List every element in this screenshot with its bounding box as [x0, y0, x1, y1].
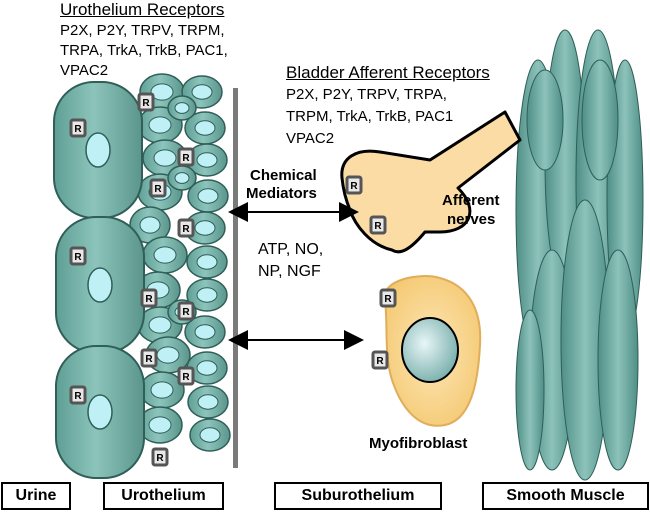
umbrella-cell-nucleus — [87, 394, 113, 430]
urothelium-receptors-line-3: VPAC2 — [60, 62, 109, 79]
myofibroblast-cell — [383, 275, 482, 427]
basal-cell-nucleus — [197, 394, 219, 410]
afferent-receptors-heading: Bladder Afferent Receptors — [286, 63, 490, 82]
region-urothelium-box: Urothelium — [103, 482, 224, 510]
receptor-letter: R — [376, 356, 384, 367]
receptor-marker: R — [177, 301, 195, 321]
receptor-letter: R — [154, 184, 162, 195]
basal-cell-nucleus — [150, 83, 174, 101]
umbrella-cell-nucleus — [87, 267, 113, 303]
receptor-letter: R — [182, 153, 190, 164]
receptor-marker: R — [177, 366, 195, 386]
receptor-letter: R — [74, 391, 82, 402]
receptor-markers: R R R R R R R R R R R R R R R R — [69, 92, 397, 467]
receptor-letter: R — [74, 124, 82, 135]
basal-cell-nucleus — [139, 216, 161, 234]
basal-cell-nucleus — [194, 220, 216, 236]
basal-cell-nucleus — [196, 152, 218, 168]
receptor-marker: R — [149, 178, 167, 198]
receptor-marker: R — [140, 348, 158, 368]
receptor-marker: R — [140, 288, 158, 308]
receptor-marker: R — [177, 147, 195, 167]
region-suburothelium-box: Suburothelium — [274, 482, 442, 510]
muscle-fiber — [526, 69, 564, 171]
basal-cell-nucleus — [174, 102, 190, 114]
basal-cell-nucleus — [196, 254, 218, 270]
receptor-letter: R — [74, 252, 82, 263]
urothelium-receptors-line-1: P2X, P2Y, TRPV, TRPM, — [60, 22, 225, 39]
basal-cell-nucleus — [199, 427, 221, 443]
basal-cell-nucleus — [191, 84, 213, 100]
myofibroblast-nucleus — [401, 317, 459, 383]
basal-cell-nucleus — [196, 287, 218, 303]
region-smooth-muscle-box: Smooth Muscle — [482, 482, 649, 510]
receptor-letter: R — [384, 294, 392, 305]
receptor-marker: R — [379, 288, 397, 308]
receptor-letter: R — [350, 181, 358, 192]
smooth-muscle-fibers — [515, 29, 644, 481]
afferent-nerves-label-line-1: Afferent — [442, 192, 500, 209]
receptor-marker: R — [69, 385, 87, 405]
receptor-letter: R — [374, 221, 382, 232]
receptor-marker: R — [177, 218, 195, 238]
basal-cell-nucleus — [156, 346, 180, 364]
urothelium-receptors-heading: Urothelium Receptors — [60, 0, 225, 19]
receptor-marker: R — [151, 447, 169, 467]
basal-cell-nucleus — [148, 316, 172, 334]
basal-cell-nucleus — [194, 120, 216, 136]
urothelium-receptors-line-2: TRPA, TrkA, TrkB, PAC1, — [60, 42, 228, 59]
receptor-marker: R — [137, 92, 155, 112]
umbrella-cells — [53, 81, 145, 479]
receptor-marker: R — [345, 175, 363, 195]
myofibroblast-label: Myofibroblast — [369, 435, 468, 452]
receptor-marker: R — [369, 215, 387, 235]
region-urine-box: Urine — [1, 482, 71, 510]
chemical-mediators-label-line-1: Chemical — [250, 167, 317, 184]
mediators-list-line-2: NP, NGF — [258, 263, 321, 280]
afferent-receptors-line-1: P2X, P2Y, TRPV, TRPA, — [286, 86, 447, 103]
basal-cell-nucleus — [153, 246, 177, 264]
basal-cell-nucleus — [196, 360, 218, 376]
basal-cell-nucleus — [197, 188, 219, 204]
muscle-fiber — [515, 309, 545, 471]
afferent-nerve-ending — [340, 110, 522, 254]
receptor-letter: R — [142, 98, 150, 109]
receptor-marker: R — [371, 350, 389, 370]
receptor-letter: R — [182, 307, 190, 318]
basal-cell-nucleus — [148, 416, 172, 434]
receptor-marker: R — [69, 118, 87, 138]
basal-cell-nucleus — [148, 116, 172, 134]
receptor-marker: R — [69, 246, 87, 266]
receptor-letter: R — [145, 354, 153, 365]
receptor-letter: R — [182, 372, 190, 383]
basal-cell-nucleus — [150, 381, 174, 399]
afferent-nerves-label-line-2: nerves — [447, 211, 496, 228]
afferent-receptors-line-3: VPAC2 — [286, 130, 335, 147]
basal-cell-nucleus — [174, 172, 190, 184]
receptor-letter: R — [182, 224, 190, 235]
umbrella-cell-nucleus — [85, 132, 111, 168]
receptor-letter: R — [156, 453, 164, 464]
chemical-mediators-label-line-2: Mediators — [246, 185, 317, 202]
mediators-list-line-1: ATP, NO, — [258, 241, 324, 258]
basement-membrane — [233, 88, 238, 468]
basal-cell-nucleus — [194, 324, 216, 340]
muscle-fiber — [581, 59, 619, 181]
afferent-receptors-line-2: TRPM, TrkA, TrkB, PAC1 — [286, 108, 454, 125]
receptor-letter: R — [145, 294, 153, 305]
muscle-fiber — [597, 249, 639, 471]
basal-cell-nucleus — [153, 149, 177, 167]
